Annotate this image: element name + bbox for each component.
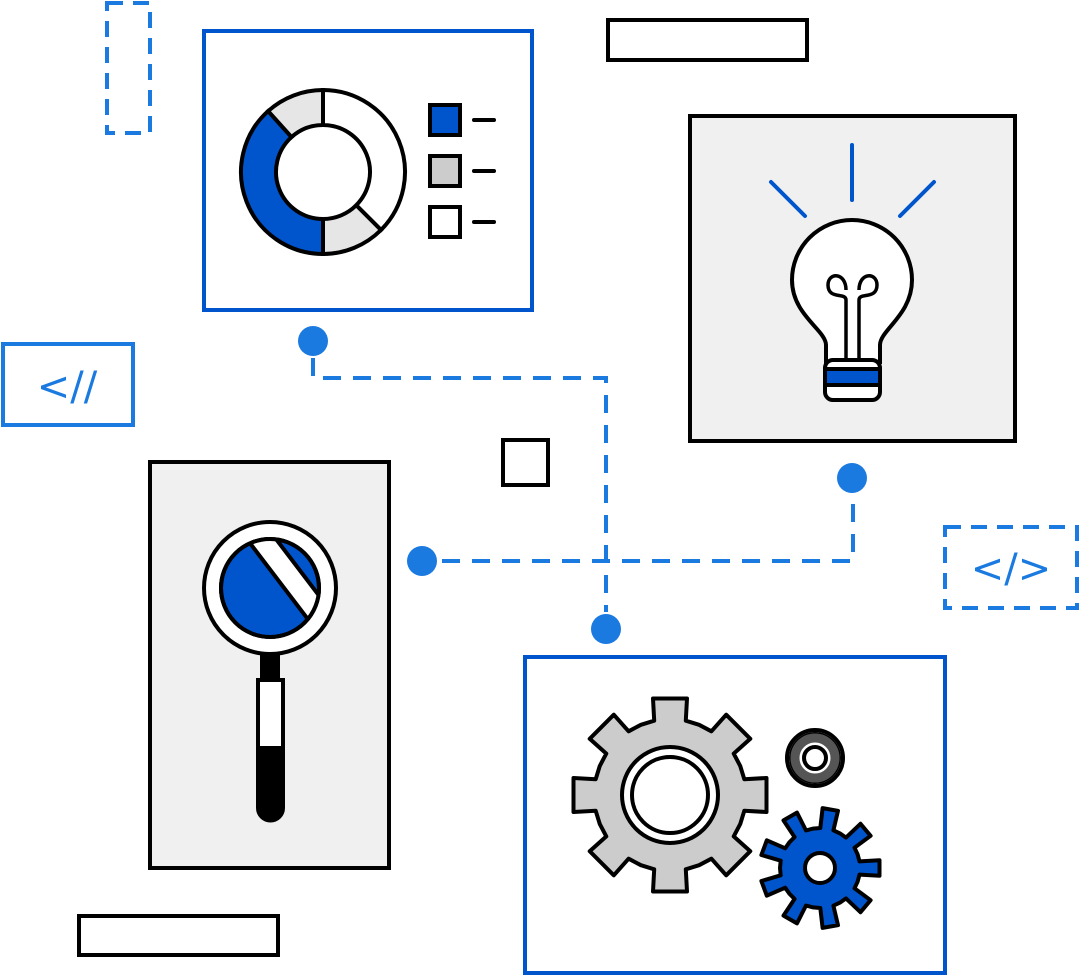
donut-segment	[265, 87, 325, 140]
legend-swatch-blue	[428, 103, 462, 137]
donut-chart-icon	[239, 87, 407, 257]
ring-gear-band	[790, 733, 840, 783]
small-gear-hole	[803, 851, 837, 885]
legend	[428, 103, 496, 239]
connector-dot	[407, 546, 437, 576]
large-gear-hole	[630, 755, 710, 835]
chart-card	[202, 29, 534, 312]
code-tag-right-text: </>	[971, 546, 1052, 592]
connector-dots	[298, 326, 867, 644]
connector-dot	[591, 614, 621, 644]
legend-swatch-white	[428, 205, 462, 239]
donut-segment	[321, 87, 407, 233]
gears-icon	[571, 696, 882, 930]
ring-gear-hole	[802, 745, 828, 771]
idea-card	[688, 114, 1017, 443]
code-tag-right: </>	[943, 525, 1079, 610]
lightbulb-icon	[789, 218, 915, 402]
ring-gear-outline	[785, 728, 845, 788]
connector-dot	[298, 326, 328, 356]
connector-dot	[837, 463, 867, 493]
placeholder-square	[501, 438, 550, 487]
connector-lines	[311, 358, 855, 612]
donut-segment	[239, 108, 325, 257]
legend-swatch-gray	[428, 154, 462, 188]
code-tag-left-text: <//	[37, 364, 98, 410]
placeholder-bar-top	[606, 18, 809, 62]
dashed-placeholder-top-left	[105, 1, 152, 135]
magnifier-icon	[202, 520, 338, 823]
light-rays	[769, 143, 936, 218]
search-card	[148, 460, 391, 870]
placeholder-bar-bottom	[77, 914, 280, 957]
settings-card	[523, 655, 947, 975]
code-tag-left: <//	[1, 342, 135, 427]
